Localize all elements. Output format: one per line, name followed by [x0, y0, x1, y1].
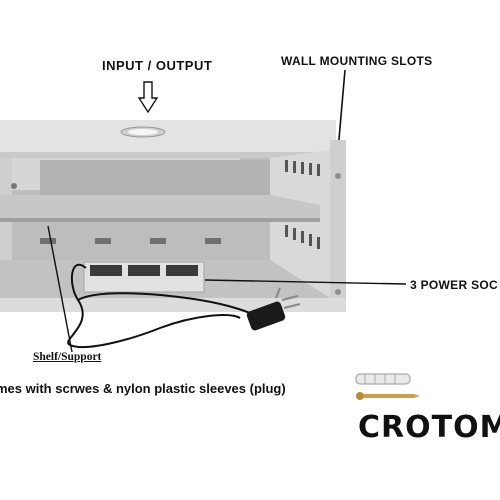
power-sockets-label: 3 POWER SOC [410, 278, 498, 292]
plug-icon [246, 287, 301, 331]
vent-slots [285, 160, 320, 249]
brand-logo: CROTOM [358, 410, 500, 445]
wall-plug-icon [355, 373, 411, 385]
wall-mounting-slots-label: WALL MOUNTING SLOTS [281, 54, 433, 68]
screw-icon [356, 392, 420, 400]
accessory-note: mes with scrwes & nylon plastic sleeves … [0, 381, 286, 396]
shelf-support-label: Shelf/Support [33, 351, 102, 363]
power-socket-2 [128, 265, 160, 276]
cabinet-top-panel [0, 120, 336, 158]
input-output-label: INPUT / OUTPUT [102, 58, 213, 73]
wall-slot-lower [335, 289, 341, 295]
cabinet-side-panel [330, 140, 346, 312]
wall-slot-upper [335, 173, 341, 179]
power-sockets-pointer [204, 279, 407, 285]
shelf [0, 195, 320, 244]
power-socket-1 [90, 265, 122, 276]
input-arrow-icon [137, 81, 159, 114]
power-strip [83, 261, 205, 293]
shelf-pointer [47, 225, 73, 353]
power-socket-3 [166, 265, 198, 276]
